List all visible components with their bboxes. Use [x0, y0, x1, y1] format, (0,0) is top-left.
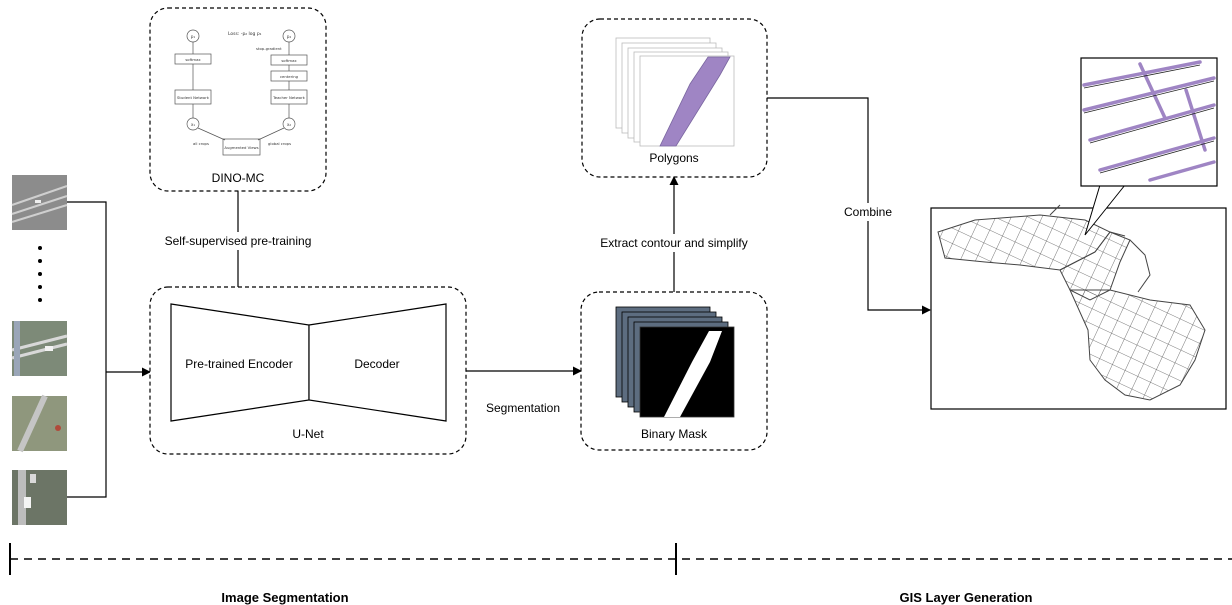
decoder-shape	[308, 303, 447, 422]
input-bracket	[67, 201, 107, 498]
dino-p1: p₁	[191, 34, 196, 39]
dino-global-crops: global crops	[268, 141, 291, 146]
aerial-image-3	[12, 394, 67, 453]
mask-road-shape	[664, 331, 722, 417]
label-self-supervised-pretraining: Self-supervised pre-training	[165, 234, 312, 248]
ellipsis-dots	[38, 246, 42, 302]
label-segmentation: Segmentation	[486, 401, 560, 415]
unet-box: Pre-trained Encoder Decoder U-Net	[149, 286, 467, 455]
unet-title: U-Net	[292, 427, 324, 441]
dino-teacher-network: Teacher Network	[272, 95, 306, 100]
label-combine: Combine	[844, 205, 892, 219]
dino-softmax-right: softmax	[281, 58, 297, 63]
dino-mc-title: DINO-MC	[212, 171, 265, 185]
dino-p2: p₂	[287, 34, 292, 39]
gis-map	[930, 204, 1227, 410]
dino-stop-gradient: stop-gradient	[256, 46, 282, 51]
polygons-box: Polygons	[581, 18, 768, 178]
dino-student-network: Student Network	[177, 95, 210, 100]
dino-softmax-left: softmax	[185, 57, 201, 62]
dino-all-crops: all crops	[193, 141, 209, 146]
dino-augmented-views: Augmented Views	[224, 145, 258, 150]
binary-mask-title: Binary Mask	[641, 427, 708, 441]
decoder-label: Decoder	[354, 357, 399, 371]
binary-mask-box: Binary Mask	[580, 291, 768, 451]
aerial-image-2	[11, 321, 68, 376]
dino-mc-box: Loss: -p₂ log p₁ p₁ p₂ softmax softmax s…	[149, 7, 327, 192]
encoder-label: Pre-trained Encoder	[185, 357, 292, 371]
map-callout	[1080, 57, 1218, 236]
section-image-segmentation: Image Segmentation	[221, 590, 348, 605]
section-divider	[9, 543, 1232, 575]
polygon-road-shape	[659, 56, 731, 147]
aerial-image-1	[11, 175, 68, 230]
label-extract-contour: Extract contour and simplify	[600, 236, 747, 250]
dino-centering: centering	[280, 74, 299, 79]
aerial-image-4	[12, 470, 67, 525]
dino-x1: x₁	[191, 122, 195, 127]
input-images	[11, 175, 68, 525]
section-gis-layer-generation: GIS Layer Generation	[900, 590, 1033, 605]
polygons-title: Polygons	[649, 151, 698, 165]
dino-loss-label: Loss: -p₂ log p₁	[228, 31, 262, 37]
dino-x2: x₂	[287, 122, 291, 127]
